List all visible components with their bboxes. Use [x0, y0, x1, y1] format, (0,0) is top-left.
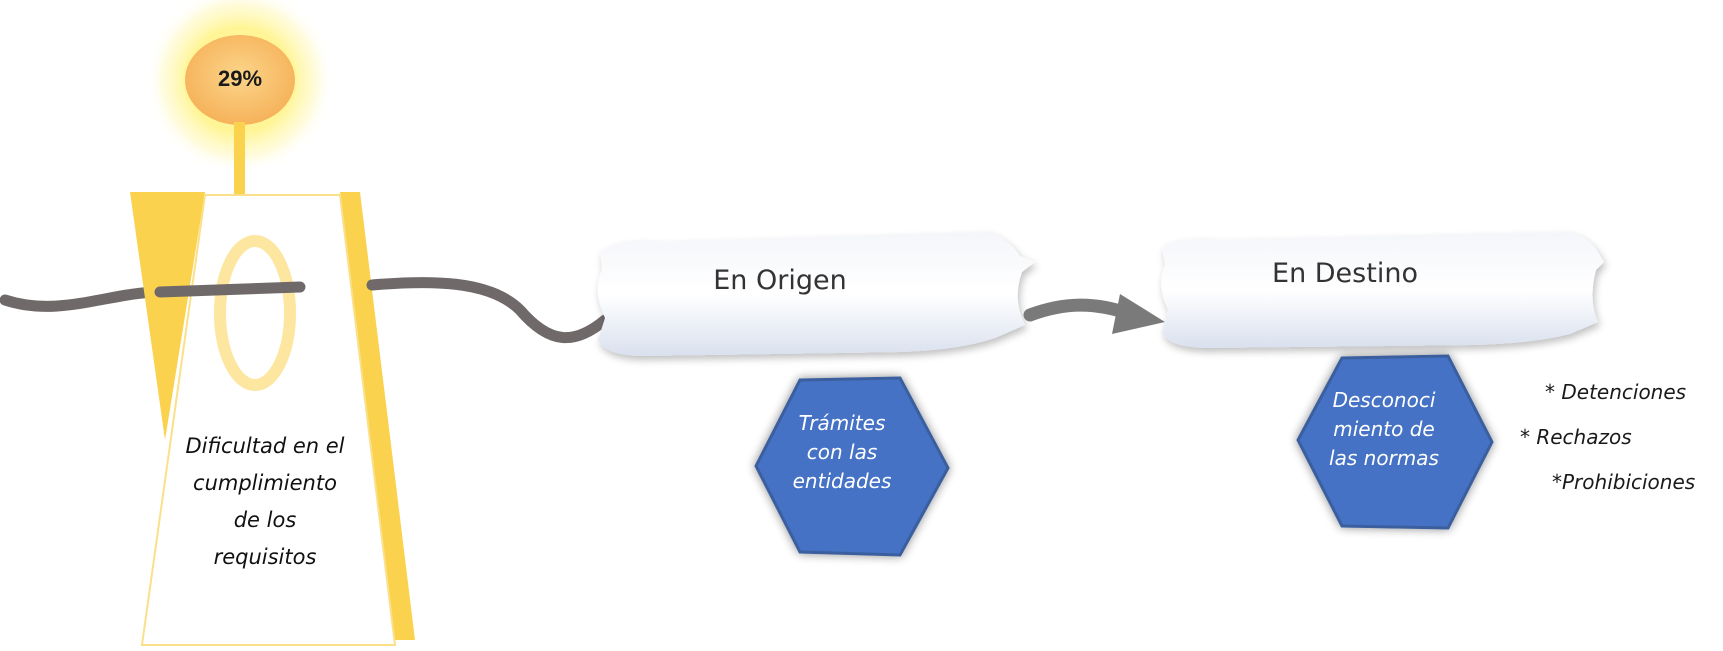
hexagon-text-line: con las — [806, 440, 878, 464]
connector-line-tower — [154, 281, 306, 298]
consequence-item: * Detenciones — [1545, 380, 1687, 404]
tower-ring — [214, 235, 296, 391]
tower-left-wedge — [130, 192, 205, 440]
tower — [130, 192, 415, 646]
hexagon-text-origen: Trámites con las entidades — [775, 409, 909, 496]
sun-indicator — [145, 0, 335, 194]
stage-label-destino: En Destino — [1272, 258, 1418, 289]
consequence-item: *Prohibiciones — [1552, 470, 1696, 494]
percent-label: 29% — [217, 66, 263, 91]
tower-caption-line: Dificultad en el — [185, 434, 345, 458]
tower-caption-line: cumplimiento — [193, 471, 337, 495]
tower-body — [140, 194, 397, 646]
tower-right-edge — [340, 192, 415, 640]
sun-stem — [234, 122, 245, 194]
arrow-origen-destino — [1023, 294, 1165, 334]
hexagon-text-line: Desconoci — [1332, 388, 1436, 412]
connector-line-middle — [366, 277, 611, 344]
hexagon-text-line: entidades — [792, 469, 892, 493]
hexagon-text-destino: Desconoci miento de las normas — [1315, 386, 1453, 473]
stage-label-origen: En Origen — [713, 265, 847, 296]
hexagon-text-line: Trámites — [798, 411, 886, 435]
hexagon-origen — [754, 376, 950, 557]
banner-destino — [1161, 232, 1604, 348]
tower-caption: Dificultad en el cumplimiento de los req… — [160, 428, 370, 576]
hexagon-text-line: las normas — [1329, 446, 1439, 470]
sun-core — [185, 35, 295, 125]
hexagon-text-line: miento de — [1333, 417, 1435, 441]
tower-caption-line: requisitos — [213, 545, 317, 569]
hexagon-destino — [1296, 354, 1494, 530]
banner-origen — [597, 232, 1035, 356]
tower-caption-line: de los — [233, 508, 297, 532]
consequence-item: * Rechazos — [1520, 425, 1632, 449]
